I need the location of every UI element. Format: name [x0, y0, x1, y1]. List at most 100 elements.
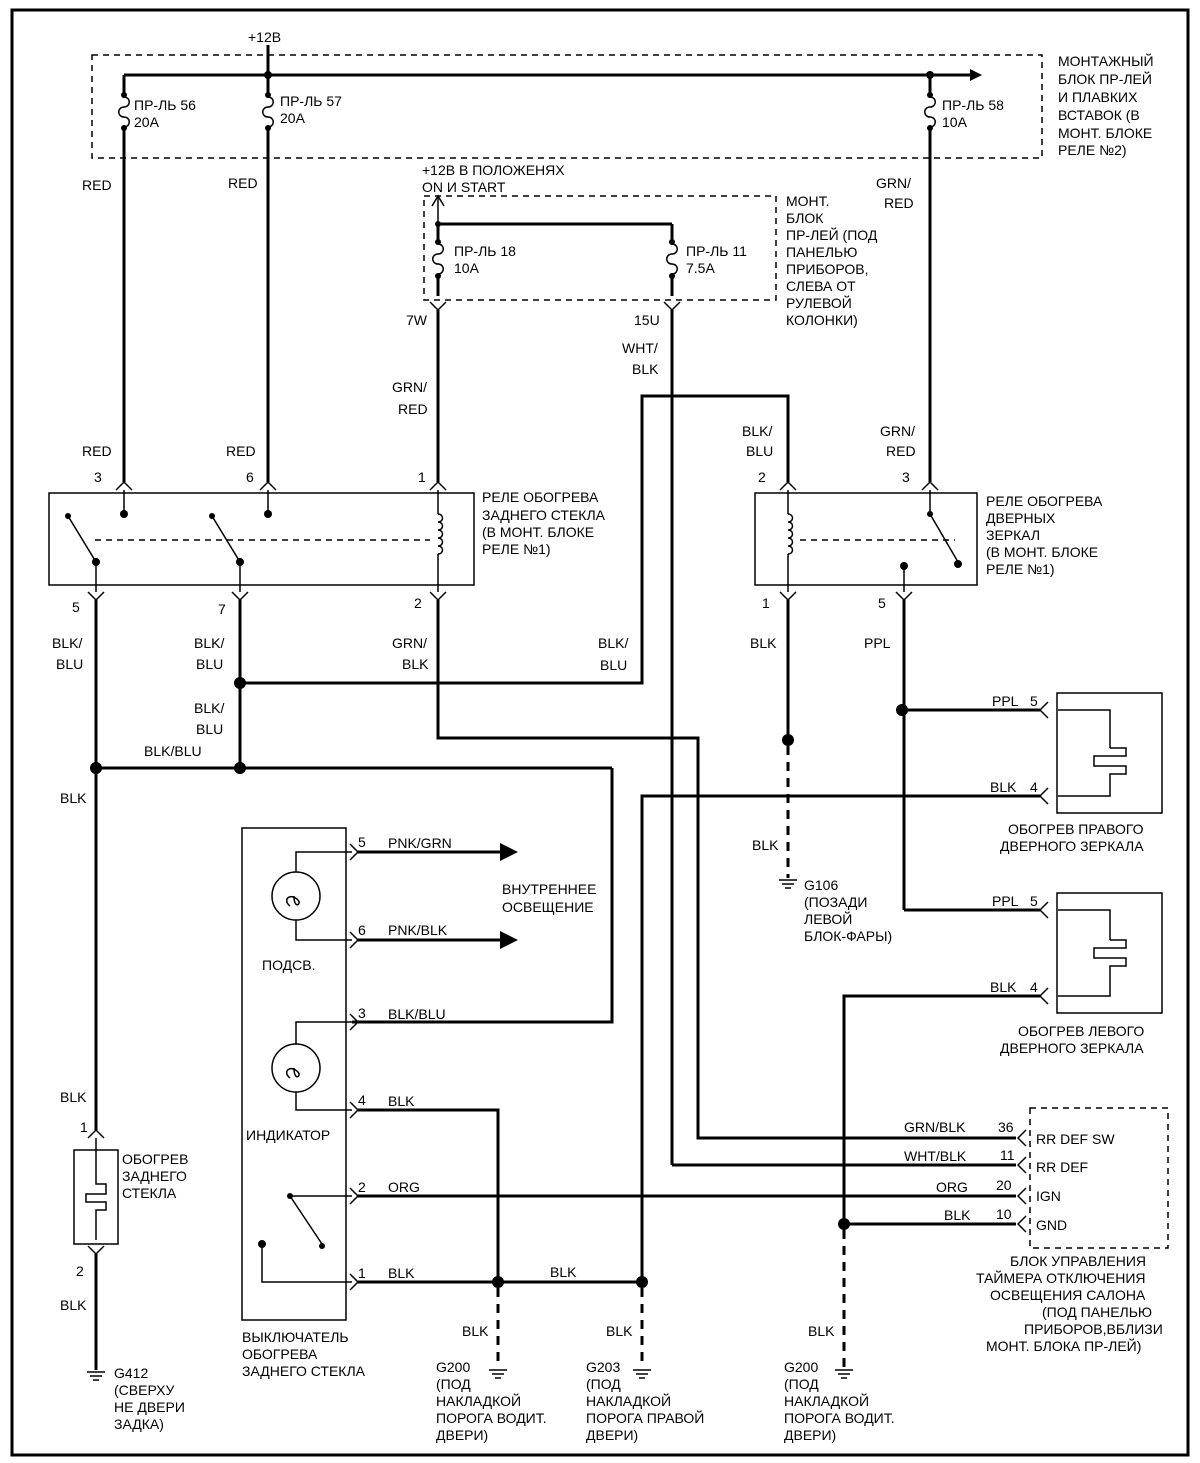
rr-pin-5: 5: [72, 599, 80, 615]
svg-text:СТЕКЛА: СТЕКЛА: [122, 1185, 177, 1201]
fuse-11-rating: 7.5A: [686, 260, 715, 276]
wire-blk-rm4: BLK: [990, 779, 1017, 795]
svg-text:ДВЕРНОГО ЗЕРКАЛА: ДВЕРНОГО ЗЕРКАЛА: [1000, 838, 1144, 854]
svg-text:БЛОК-ФАРЫ): БЛОК-ФАРЫ): [804, 928, 892, 944]
svg-text:ЛЕВОЙ: ЛЕВОЙ: [804, 910, 852, 927]
svg-text:ОБОГРЕВ: ОБОГРЕВ: [122, 1151, 188, 1167]
svg-text:5: 5: [358, 834, 366, 850]
svg-text:ЗАДНЕГО: ЗАДНЕГО: [122, 1168, 187, 1184]
svg-text:G200: G200: [436, 1359, 470, 1375]
svg-text:2: 2: [76, 1263, 84, 1279]
svg-text:(ПОЗАДИ: (ПОЗАДИ: [804, 894, 867, 910]
wire-blk-timer: BLK: [944, 1207, 971, 1223]
wire-blk-sw1: BLK: [388, 1265, 415, 1281]
wire-grn-blk-rr2-b: BLK: [402, 656, 429, 672]
svg-text:4: 4: [1030, 979, 1038, 995]
right-mirror-heater: 5 4 ОБОГРЕВ ПРАВОГО ДВЕРНОГО ЗЕРКАЛА: [1000, 692, 1163, 854]
wire-grn-red-mr3-b: RED: [886, 443, 916, 459]
timer-control-unit: 36 11 20 10 RR DEF SW RR DEF IGN GND БЛО…: [976, 1107, 1169, 1354]
wire-wht-blk-timer: WHT/BLK: [904, 1148, 967, 1164]
svg-text:МОНТ. БЛОКА ПР-ЛЕЙ): МОНТ. БЛОКА ПР-ЛЕЙ): [986, 1337, 1141, 1354]
wire-pnk-grn: PNK/GRN: [388, 835, 452, 851]
rear-defrost-switch: ПОДСВ. ИНДИКАТОР 5 6 3 4 2 1 ВЫКЛЮЧАТЕЛЬ…: [241, 827, 366, 1379]
mirror-defrost-relay-title: РЕЛЕ ОБОГРЕВА ДВЕРНЫХ ЗЕРКАЛ (В МОНТ. БЛ…: [986, 493, 1103, 577]
rear-window-heater: 1 2 ОБОГРЕВ ЗАДНЕГО СТЕКЛА: [73, 1119, 188, 1279]
main-fuse-block: +12В ПР-ЛЬ 56 20A ПР-ЛЬ 57 20A ПР-ЛЬ 58 …: [91, 29, 1154, 159]
svg-text:(ПОД: (ПОД: [784, 1376, 819, 1392]
wire-blk-main: BLK: [60, 790, 87, 806]
wire-blk-h2: BLK: [60, 1297, 87, 1313]
svg-text:3: 3: [358, 1005, 366, 1021]
svg-text:ПРИБОРОВ,ВБЛИЗИ: ПРИБОРОВ,ВБЛИЗИ: [1024, 1321, 1163, 1337]
wire-blk-blu-rr5: BLK/: [52, 635, 82, 651]
wire-blk-blu-mr2-b: BLU: [746, 443, 773, 459]
ground-g106: G106 (ПОЗАДИ ЛЕВОЙ БЛОК-ФАРЫ): [804, 877, 892, 944]
plus12-label: +12В: [248, 29, 281, 45]
wire-blk-blu-mid: BLK/: [598, 635, 628, 651]
wire-blk-blu-single: BLK/BLU: [144, 743, 202, 759]
svg-text:НАКЛАДКОЙ: НАКЛАДКОЙ: [586, 1392, 671, 1409]
svg-text:ОСВЕЩЕНИЯ САЛОНА: ОСВЕЩЕНИЯ САЛОНА: [990, 1287, 1146, 1303]
mr-pin-1: 1: [762, 595, 770, 611]
svg-text:(ПОД: (ПОД: [436, 1376, 471, 1392]
svg-text:(ПОД: (ПОД: [586, 1376, 621, 1392]
fuse-11-label: ПР-ЛЬ 11: [686, 243, 747, 259]
svg-text:1: 1: [80, 1119, 88, 1135]
mr-pin-3: 3: [902, 469, 910, 485]
svg-text:(В МОНТ. БЛОКЕ: (В МОНТ. БЛОКЕ: [482, 524, 594, 540]
svg-text:ДВЕРНОГО ЗЕРКАЛА: ДВЕРНОГО ЗЕРКАЛА: [1000, 1040, 1144, 1056]
wire-red-56: RED: [82, 177, 112, 193]
svg-text:И ПЛАВКИХ: И ПЛАВКИХ: [1058, 89, 1138, 105]
rear-defrost-relay-title: РЕЛЕ ОБОГРЕВА ЗАДНЕГО СТЕКЛА (В МОНТ. БЛ…: [482, 489, 606, 557]
wire-red-rr6: RED: [226, 443, 256, 459]
svg-text:ДВЕРИ): ДВЕРИ): [586, 1427, 638, 1443]
svg-text:КОЛОНКИ): КОЛОНКИ): [786, 312, 858, 328]
rr-pin-1: 1: [418, 469, 426, 485]
ground-g412: G412 (СВЕРХУ НЕ ДВЕРИ ЗАДКА): [114, 1365, 185, 1432]
wire-grn-blk-timer: GRN/BLK: [904, 1119, 966, 1135]
wire-pnk-blk: PNK/BLK: [388, 922, 448, 938]
dash-fuse-block-title: МОНТ. БЛОК ПР-ЛЕЙ (ПОД ПАНЕЛЬЮ ПРИБОРОВ,…: [786, 193, 878, 328]
svg-text:20: 20: [996, 1177, 1012, 1193]
wire-blk-g200a: BLK: [462, 1323, 489, 1339]
rr-pin-7: 7: [218, 601, 226, 617]
svg-text:ПОРОГА ПРАВОЙ: ПОРОГА ПРАВОЙ: [586, 1409, 704, 1426]
svg-text:ОБОГРЕВ ПРАВОГО: ОБОГРЕВ ПРАВОГО: [1008, 821, 1144, 837]
svg-text:ЗАДКА): ЗАДКА): [114, 1416, 164, 1432]
wire-blk-sw1-b: BLK: [550, 1264, 577, 1280]
wire-red-57: RED: [228, 175, 258, 191]
fuse-18-label: ПР-ЛЬ 18: [454, 243, 516, 259]
page-frame: [10, 8, 1190, 1457]
wire-blk-lm4: BLK: [990, 979, 1017, 995]
wire-grn-red-58: GRN/: [876, 175, 911, 191]
svg-text:РЕЛЕ №1): РЕЛЕ №1): [482, 541, 551, 557]
wire-blk-g203: BLK: [606, 1323, 633, 1339]
wire-blk-mr1: BLK: [750, 635, 777, 651]
svg-text:5: 5: [1030, 893, 1038, 909]
svg-text:GND: GND: [1036, 1217, 1067, 1233]
interior-light-label-2: ОСВЕЩЕНИЕ: [502, 899, 594, 915]
svg-text:РУЛЕВОЙ: РУЛЕВОЙ: [786, 294, 852, 311]
fuse-57-label: ПР-ЛЬ 57: [280, 93, 342, 109]
wire-grn-red-mr3: GRN/: [880, 423, 915, 439]
svg-text:ТАЙМЕРА ОТКЛЮЧЕНИЯ: ТАЙМЕРА ОТКЛЮЧЕНИЯ: [976, 1269, 1146, 1286]
wire-blk-sw4: BLK: [388, 1093, 415, 1109]
ground-g200a: G200 (ПОД НАКЛАДКОЙ ПОРОГА ВОДИТ. ДВЕРИ): [436, 1359, 547, 1443]
ground-g203: G203 (ПОД НАКЛАДКОЙ ПОРОГА ПРАВОЙ ДВЕРИ): [586, 1359, 704, 1443]
svg-text:ПР-ЛЕЙ (ПОД: ПР-ЛЕЙ (ПОД: [786, 226, 878, 243]
wire-blk-blu-rr7-b: BLU: [196, 656, 223, 672]
wire-red-rr3: RED: [82, 443, 112, 459]
svg-text:ДВЕРНЫХ: ДВЕРНЫХ: [986, 510, 1056, 526]
switch-backlight-label: ПОДСВ.: [262, 957, 315, 973]
svg-text:G200: G200: [784, 1359, 818, 1375]
fuse-18-rating: 10A: [454, 260, 480, 276]
svg-text:БЛОК УПРАВЛЕНИЯ: БЛОК УПРАВЛЕНИЯ: [1010, 1253, 1146, 1269]
wire-blk-blu-rr7: BLK/: [194, 635, 224, 651]
wire-blk-blu-jn: BLK/: [194, 700, 224, 716]
main-fuse-block-title: МОНТАЖНЫЙ БЛОК ПР-ЛЕЙ И ПЛАВКИХ ВСТАВОК …: [1058, 52, 1154, 158]
svg-text:(СВЕРХУ: (СВЕРХУ: [114, 1382, 174, 1398]
svg-text:МОНТ.: МОНТ.: [786, 193, 830, 209]
left-mirror-heater: 5 4 ОБОГРЕВ ЛЕВОГО ДВЕРНОГО ЗЕРКАЛА: [1000, 892, 1163, 1056]
svg-text:4: 4: [1030, 779, 1038, 795]
